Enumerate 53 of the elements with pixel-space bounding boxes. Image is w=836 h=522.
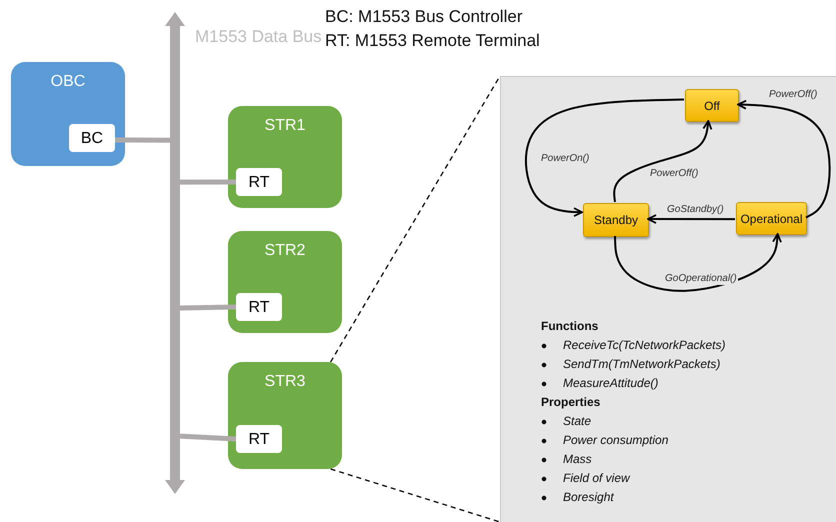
interface-label: RT [247, 173, 271, 192]
interface-box [236, 425, 282, 453]
detail-panel [500, 76, 836, 522]
transition-arrow [647, 214, 735, 224]
bus-connection [180, 434, 236, 442]
sensor-box [228, 362, 342, 469]
interface-box [236, 293, 282, 321]
state-box [685, 89, 739, 122]
zoom-line [330, 76, 501, 362]
list-item: Boresight [541, 490, 614, 504]
interface-label: BC [80, 129, 104, 148]
transition-arrow [737, 100, 831, 218]
transition-arrow [613, 120, 712, 202]
state-label: Operational [739, 212, 804, 226]
legend-note: RT: M1553 Remote Terminal [325, 31, 540, 52]
list-item: Mass [541, 452, 592, 466]
bus-connection [180, 180, 236, 185]
box-title: STR3 [264, 372, 306, 392]
state-label: Standby [592, 213, 640, 228]
box-title: STR2 [264, 241, 306, 260]
transition-arrow [524, 98, 684, 218]
state-box [583, 203, 649, 237]
state-label: Off [703, 98, 721, 113]
bus-connection [180, 304, 236, 310]
box-title: OBC [50, 72, 86, 92]
interface-box [69, 124, 115, 152]
list-item: MeasureAttitude() [541, 376, 658, 390]
list-item: ReceiveTc(TcNetworkPackets) [541, 338, 726, 352]
list-item: SendTm(TmNetworkPackets) [541, 357, 720, 372]
computer-box [11, 62, 125, 166]
interface-label: RT [247, 430, 271, 450]
list-item: State [541, 414, 592, 428]
state-box [736, 202, 807, 235]
data-bus-arrow [165, 12, 185, 494]
bus-connection [115, 137, 170, 143]
edge-label: GoOperational() [664, 273, 738, 285]
sensor-box [228, 231, 342, 333]
zoom-line [330, 468, 500, 522]
edge-label: PowerOff() [649, 168, 700, 180]
edge-label: GoStandby() [666, 204, 725, 216]
interface-label: RT [247, 298, 271, 318]
section-heading: Properties [541, 395, 600, 410]
edge-label: PowerOn() [540, 153, 590, 165]
list-item: Field of view [541, 471, 630, 486]
box-title: STR1 [264, 116, 306, 136]
legend-note: BC: M1553 Bus Controller [325, 7, 522, 28]
transition-arrow [614, 233, 782, 292]
list-item: Power consumption [541, 433, 668, 448]
section-heading: Functions [541, 319, 598, 334]
sensor-box [228, 106, 342, 208]
bus-label: M1553 Data Bus [195, 27, 322, 48]
edge-label: PowerOff() [768, 89, 818, 101]
interface-box [236, 168, 282, 196]
